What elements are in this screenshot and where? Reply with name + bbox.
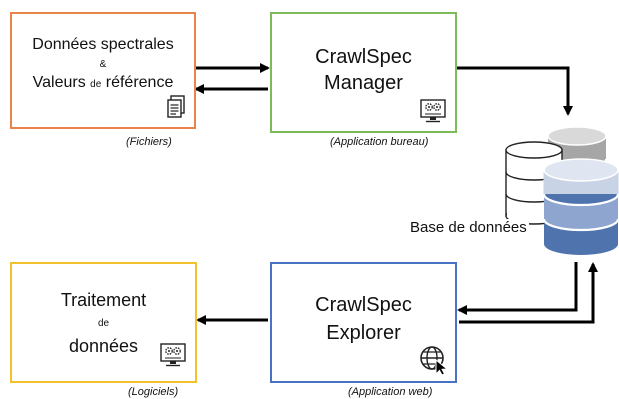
files-line1: Données spectrales [32, 36, 174, 53]
explorer-line2: Explorer [326, 322, 401, 344]
globe-cursor-icon [420, 346, 449, 375]
processing-caption: (Logiciels) [128, 386, 179, 398]
processing-line2: de [97, 318, 110, 329]
files-box: Données spectrales & Valeurs de référenc… [10, 12, 196, 129]
files-caption: (Fichiers) [126, 136, 172, 148]
files-line2-de: de [90, 79, 102, 90]
manager-line1: CrawlSpec [315, 46, 412, 68]
manager-caption: (Application bureau) [330, 136, 429, 148]
explorer-caption: (Application web) [348, 386, 433, 398]
manager-line2: Manager [324, 72, 403, 94]
arrow-manager-to-database [457, 66, 573, 116]
files-line2-a: Valeurs [32, 74, 86, 91]
processing-line3: données [68, 336, 139, 356]
arrow-explorer-to-database [459, 262, 598, 324]
desktop-gears-icon [160, 343, 186, 367]
arrow-database-to-explorer [457, 262, 578, 315]
files-line2-b: référence [105, 74, 174, 91]
processing-line1: Traitement [60, 290, 147, 310]
files-ampersand: & [99, 59, 107, 70]
database-label: Base de données [408, 219, 529, 236]
explorer-line1: CrawlSpec [315, 294, 412, 316]
files-line2: Valeurs de référence [12, 74, 194, 92]
manager-box: CrawlSpec Manager [270, 12, 457, 133]
explorer-box: CrawlSpec Explorer [270, 262, 457, 383]
document-icon [167, 95, 185, 118]
database-stack-icon [505, 126, 619, 255]
desktop-gears-icon [420, 99, 446, 123]
processing-box: Traitement de données [10, 262, 197, 383]
